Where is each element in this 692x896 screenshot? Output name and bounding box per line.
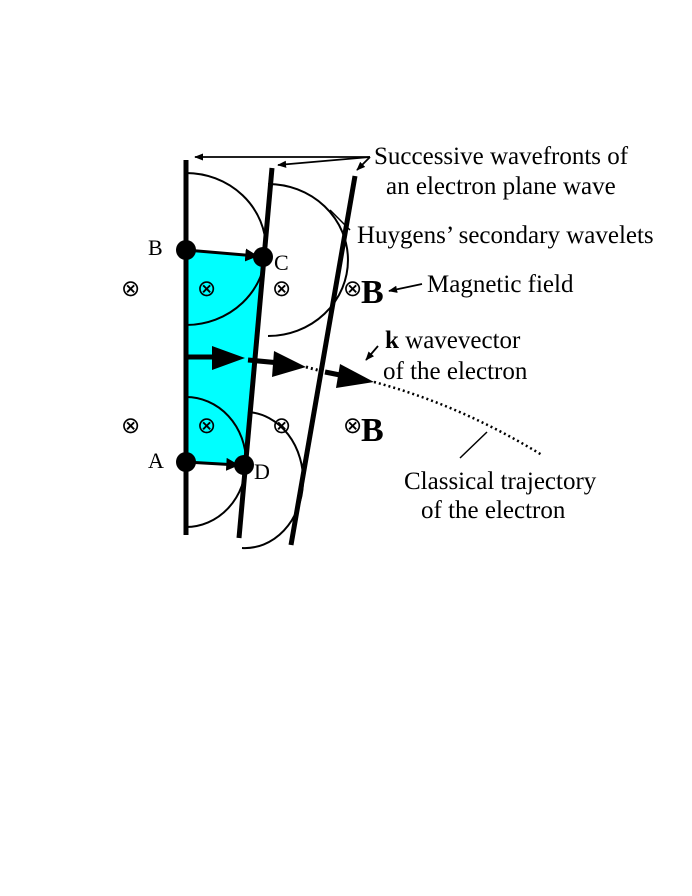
field-into-page-icon: ⊗ — [343, 413, 362, 438]
trajectory-pointer — [459, 431, 488, 459]
wavevector-label-line2: of the electron — [383, 358, 528, 385]
classical-trajectory — [373, 380, 543, 457]
k-arrow-dots — [305, 365, 326, 374]
trajectory-label-line1: Classical trajectory — [404, 468, 597, 495]
wavefronts-label-line1: Successive wavefronts of — [374, 143, 629, 170]
wavefront-3 — [288, 175, 358, 546]
point-c-dot — [253, 247, 273, 267]
field-into-page-icon: ⊗ — [272, 413, 291, 438]
field-into-page-icon: ⊗ — [197, 276, 216, 301]
field-into-page-icon: ⊗ — [197, 413, 216, 438]
wavevector-word: wavevector — [399, 327, 521, 354]
wavelet-pointer — [329, 209, 351, 231]
point-d-dot — [234, 455, 254, 475]
point-b-label: B — [148, 235, 163, 260]
point-c-label: C — [274, 250, 289, 275]
wavefront-pointer-3 — [356, 156, 371, 171]
trajectory-label-line2: of the electron — [421, 497, 566, 524]
wavefront-2 — [236, 167, 275, 539]
field-into-page-icon: ⊗ — [272, 276, 291, 301]
wavevector-k-symbol: k — [385, 327, 399, 354]
point-b-dot — [176, 240, 196, 260]
magnetic-field-pointer — [388, 283, 423, 293]
wavefronts-label-line2: an electron plane wave — [386, 173, 616, 200]
wavelet-top-second — [267, 183, 349, 337]
k-arrow-head-3 — [336, 364, 374, 388]
point-d-label: D — [254, 459, 270, 484]
wavefront-pointer-2 — [277, 156, 371, 168]
field-b-label-lower: B — [361, 412, 384, 449]
k-pointer — [365, 345, 379, 361]
point-a-dot — [176, 452, 196, 472]
point-a-label: A — [148, 448, 164, 473]
field-into-page-icon: ⊗ — [121, 276, 140, 301]
magnetic-field-label: Magnetic field — [427, 271, 574, 298]
wavevector-label-line1: k wavevector — [385, 327, 521, 354]
k-arrow-head-2 — [272, 351, 306, 377]
field-into-page-icon: ⊗ — [343, 276, 362, 301]
field-into-page-icon: ⊗ — [121, 413, 140, 438]
field-b-label-upper: B — [361, 274, 384, 311]
arrow-b-to-c — [185, 248, 259, 262]
k-arrow-head-1 — [212, 346, 245, 370]
wavelets-label: Huygens’ secondary wavelets — [357, 222, 654, 249]
